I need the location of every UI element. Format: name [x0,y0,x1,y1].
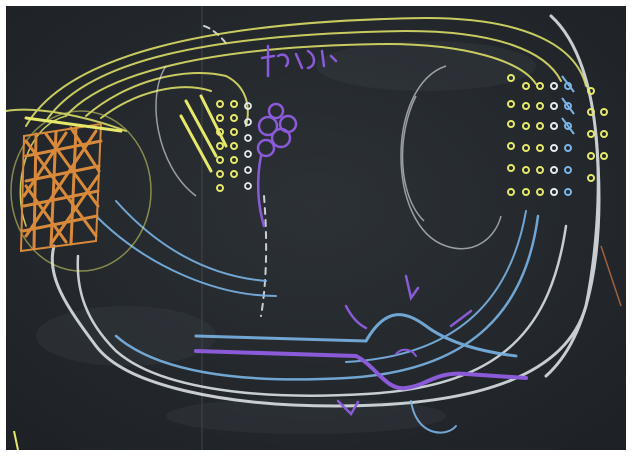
blackboard [6,6,626,450]
photo [6,6,626,450]
chalkboard-drawing [6,6,626,450]
